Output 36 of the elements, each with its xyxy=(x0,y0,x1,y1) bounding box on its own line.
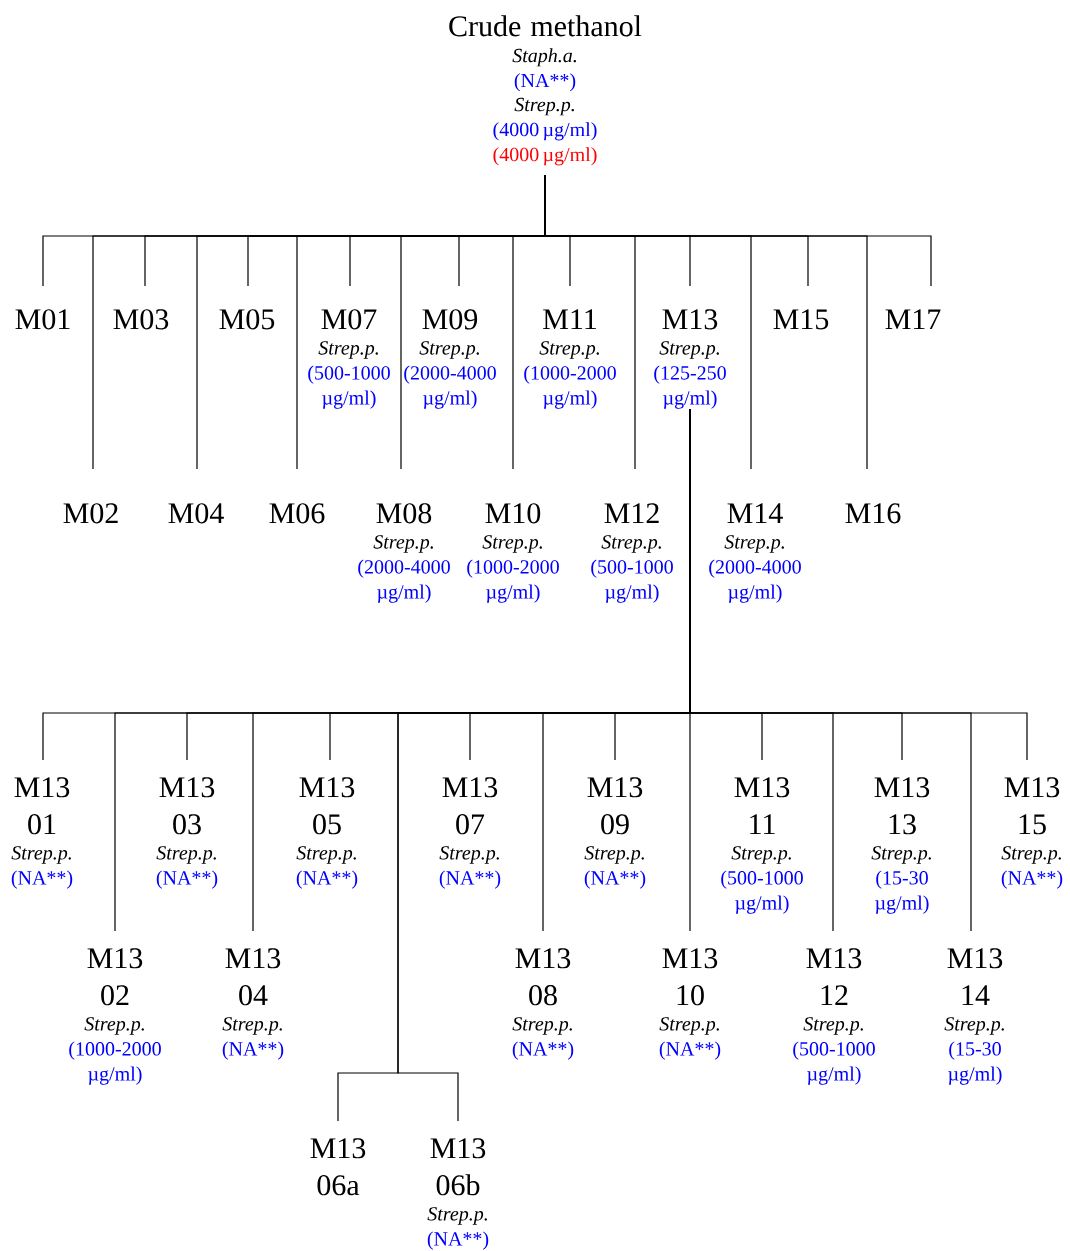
fraction-label: M07 Strep.p. (500-1000 µg/ml) xyxy=(308,309,390,409)
fraction-label: M13 01 Strep.p. (NA**) xyxy=(11,777,73,889)
fraction-label: M09 Strep.p. (2000-4000 µg/ml) xyxy=(404,309,496,409)
fraction-label: M13 07 Strep.p. (NA**) xyxy=(439,777,501,889)
fraction-label: M03 xyxy=(113,309,169,330)
fraction-label: M14 Strep.p. (2000-4000 µg/ml) xyxy=(709,503,801,603)
fraction-label: M13 09 Strep.p. (NA**) xyxy=(584,777,646,889)
fraction-label: M13 02 Strep.p. (1000-2000 µg/ml) xyxy=(69,948,161,1085)
fraction-label: M13 08 Strep.p. (NA**) xyxy=(512,948,574,1060)
fraction-label: M16 xyxy=(845,503,901,524)
fraction-label: M13 12 Strep.p. (500-1000 µg/ml) xyxy=(793,948,875,1085)
connector-line xyxy=(689,408,1028,761)
fraction-label: M08 Strep.p. (2000-4000 µg/ml) xyxy=(358,503,450,603)
fraction-label: M13 15 Strep.p. (NA**) xyxy=(1001,777,1063,889)
fraction-label: M13 06b Strep.p. (NA**) xyxy=(427,1138,489,1250)
fraction-label: M13 10 Strep.p. (NA**) xyxy=(659,948,721,1060)
fraction-label: M13 13 Strep.p. (15-30 µg/ml) xyxy=(871,777,931,914)
fraction-label: M13 14 Strep.p. (15-30 µg/ml) xyxy=(944,948,1004,1085)
fraction-label: M11 Strep.p. (1000-2000 µg/ml) xyxy=(524,309,616,409)
fraction-label: M10 Strep.p. (1000-2000 µg/ml) xyxy=(467,503,559,603)
fraction-label: Crude methanol Staph.a. (NA**) Strep.p. (4000 µg/ml) (4000 µg/ml) xyxy=(449,15,642,166)
fraction-label: M05 xyxy=(219,309,275,330)
fraction-label: M15 xyxy=(773,309,829,330)
fraction-label: M06 xyxy=(269,503,325,524)
connector-line xyxy=(544,175,932,287)
fraction-label: M13 03 Strep.p. (NA**) xyxy=(156,777,218,889)
fraction-label: M04 xyxy=(168,503,224,524)
fraction-label: M01 xyxy=(15,309,70,330)
fraction-label: M13 11 Strep.p. (500-1000 µg/ml) xyxy=(721,777,803,914)
fraction-label: M17 xyxy=(885,309,941,330)
fraction-label: M02 xyxy=(63,503,118,524)
fraction-label: M13 05 Strep.p. (NA**) xyxy=(296,777,358,889)
fraction-label: M12 Strep.p. (500-1000 µg/ml) xyxy=(591,503,673,603)
fraction-label: M13 06a xyxy=(310,1138,366,1196)
fraction-label: M13 Strep.p. (125-250 µg/ml) xyxy=(654,309,726,409)
fraction-label: M13 04 Strep.p. (NA**) xyxy=(222,948,284,1060)
